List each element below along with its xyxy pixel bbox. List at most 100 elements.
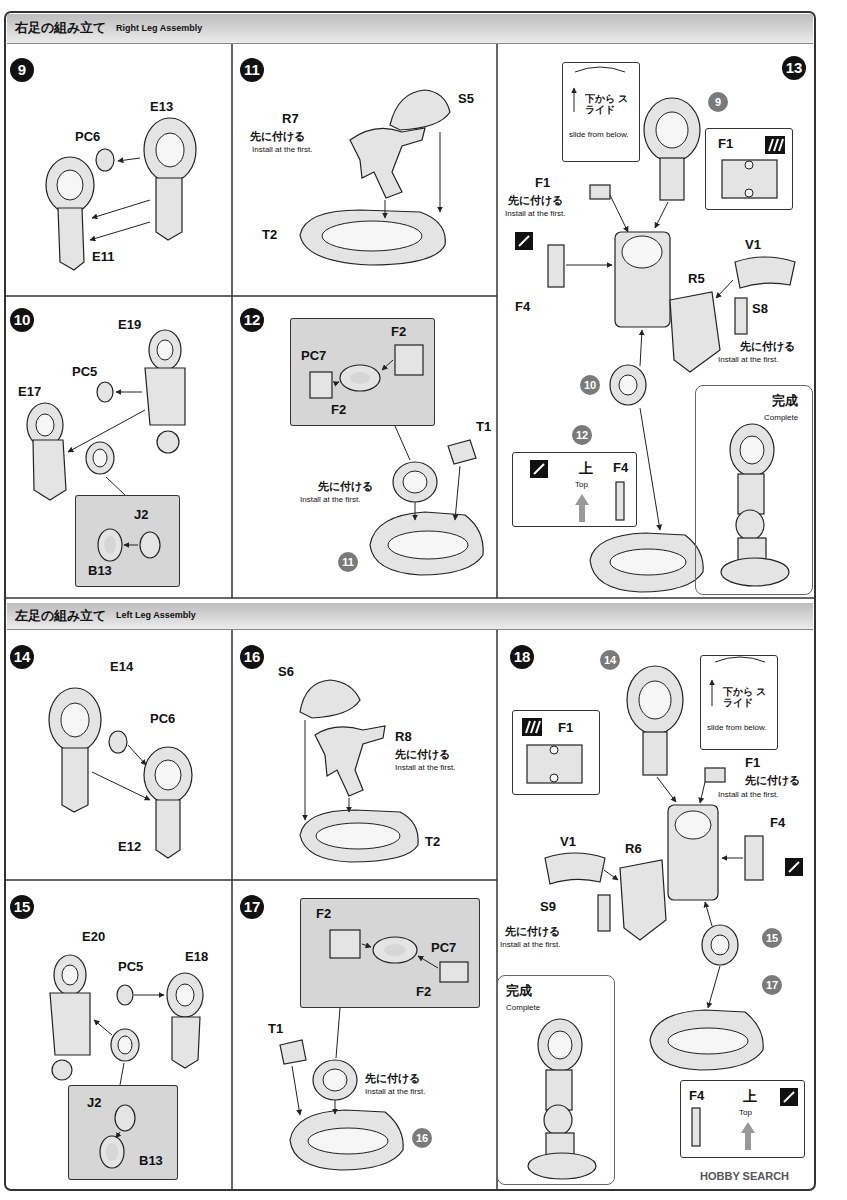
part-name: F4 — [613, 461, 628, 475]
part-name: T2 — [262, 228, 277, 242]
hint-inset: 下から スライドslide from below. — [562, 62, 640, 162]
step-number: 13 — [782, 56, 806, 80]
part-name: F4 — [689, 1089, 704, 1103]
part-name: V1 — [745, 238, 761, 252]
install-note: 先に付ける — [745, 774, 800, 786]
part-name: T1 — [476, 420, 491, 434]
part-name: F2 — [331, 403, 346, 417]
part-name: PC7 — [431, 941, 456, 955]
callout-number: 10 — [580, 375, 600, 395]
install-note-en: Complete — [764, 414, 798, 423]
part-name: E17 — [18, 385, 41, 399]
part-name: E19 — [118, 318, 141, 332]
part-name: PC7 — [301, 349, 326, 363]
detail-inset: J2B13 — [68, 1085, 178, 1180]
install-note: 先に付ける — [365, 1072, 420, 1084]
part-name: V1 — [560, 835, 576, 849]
part-name: PC6 — [150, 712, 175, 726]
heading-text: 右足の組み立て — [15, 21, 106, 35]
install-note-en: Install at the first. — [505, 210, 565, 219]
part-name: J2 — [134, 508, 148, 522]
step-number: 9 — [10, 58, 34, 82]
step-number: 17 — [240, 895, 264, 919]
watermark: HOBBY SEARCH — [700, 1170, 789, 1182]
direction-mark: 上 — [579, 461, 593, 476]
section-header: 右足の組み立て Right Leg Assembly — [7, 14, 813, 44]
install-note-en: Top — [575, 481, 588, 490]
heading-text-en: Right Leg Assembly — [116, 24, 202, 34]
complete-panel: 完成 Complete — [497, 975, 615, 1185]
part-name: F1 — [718, 137, 733, 151]
install-note-en: Top — [739, 1109, 752, 1118]
part-name: T2 — [425, 835, 440, 849]
install-note-en: Install at the first. — [718, 356, 778, 365]
direction-mark: 上 — [743, 1089, 757, 1104]
part-name: S5 — [458, 92, 474, 106]
part-name: PC5 — [72, 365, 97, 379]
part-name: F2 — [416, 985, 431, 999]
orientation-inset: 上 Top F4 — [512, 452, 637, 527]
part-name: F1 — [535, 176, 550, 190]
part-name: R6 — [625, 842, 642, 856]
part-name: R8 — [395, 730, 412, 744]
heading-text-en: Left Leg Assembly — [116, 611, 196, 621]
step-number: 15 — [10, 895, 34, 919]
part-name: S9 — [540, 900, 556, 914]
section-header: 左足の組み立て Left Leg Assembly — [7, 603, 813, 630]
install-note-en: Complete — [506, 1004, 540, 1013]
callout-number: 17 — [762, 975, 782, 995]
part-name: S8 — [752, 302, 768, 316]
install-note: 先に付ける — [395, 748, 450, 760]
hint-inset: F1 — [705, 128, 793, 210]
part-name: S6 — [278, 665, 294, 679]
install-note: 先に付ける — [318, 480, 373, 492]
install-note-en: Install at the first. — [300, 496, 360, 505]
slide-note-en: slide from below. — [569, 131, 633, 140]
step-number: 14 — [10, 645, 34, 669]
step-number: 11 — [240, 58, 264, 82]
part-name: E13 — [150, 100, 173, 114]
install-note-en: Install at the first. — [365, 1088, 425, 1097]
part-name: E12 — [118, 840, 141, 854]
detail-inset: F2PC7F2 — [300, 898, 480, 1008]
part-name: B13 — [139, 1154, 163, 1168]
callout-number: 15 — [762, 928, 782, 948]
part-name: F4 — [770, 816, 785, 830]
install-note-en: Install at the first. — [395, 764, 455, 773]
heading-text: 左足の組み立て — [15, 609, 106, 623]
callout-number: 16 — [412, 1128, 432, 1148]
part-name: E11 — [92, 250, 114, 264]
step-number: 10 — [10, 308, 34, 332]
part-name: T1 — [268, 1022, 283, 1036]
install-note: 先に付ける — [740, 340, 795, 352]
step-number: 18 — [510, 645, 534, 669]
part-name: F4 — [515, 300, 530, 314]
part-name: F1 — [558, 721, 573, 735]
part-name: F1 — [745, 756, 760, 770]
part-name: E18 — [185, 950, 208, 964]
complete-panel: 完成Complete — [695, 385, 813, 595]
part-name: PC6 — [75, 130, 100, 144]
install-note: 先に付ける — [505, 925, 560, 937]
install-note: 先に付ける — [508, 194, 563, 206]
callout-number: 14 — [600, 650, 620, 670]
part-name: J2 — [87, 1096, 101, 1110]
hint-inset: 下から スライド slide from below. — [700, 655, 778, 750]
slide-note: 下から スライド — [723, 686, 773, 708]
part-name: F2 — [391, 325, 406, 339]
part-name: R7 — [282, 112, 299, 126]
part-name: B13 — [88, 564, 112, 578]
step-number: 12 — [240, 308, 264, 332]
heading-text: 完成 — [506, 984, 532, 998]
slide-note-en: slide from below. — [707, 724, 771, 733]
step-number: 16 — [240, 645, 264, 669]
install-note-en: Install at the first. — [500, 941, 560, 950]
part-name: PC5 — [118, 960, 143, 974]
detail-inset: F2PC7F2 — [290, 318, 435, 426]
callout-number: 9 — [708, 92, 728, 112]
install-note: 先に付ける — [250, 130, 305, 142]
part-name: E14 — [110, 660, 133, 674]
part-name: R5 — [688, 272, 705, 286]
